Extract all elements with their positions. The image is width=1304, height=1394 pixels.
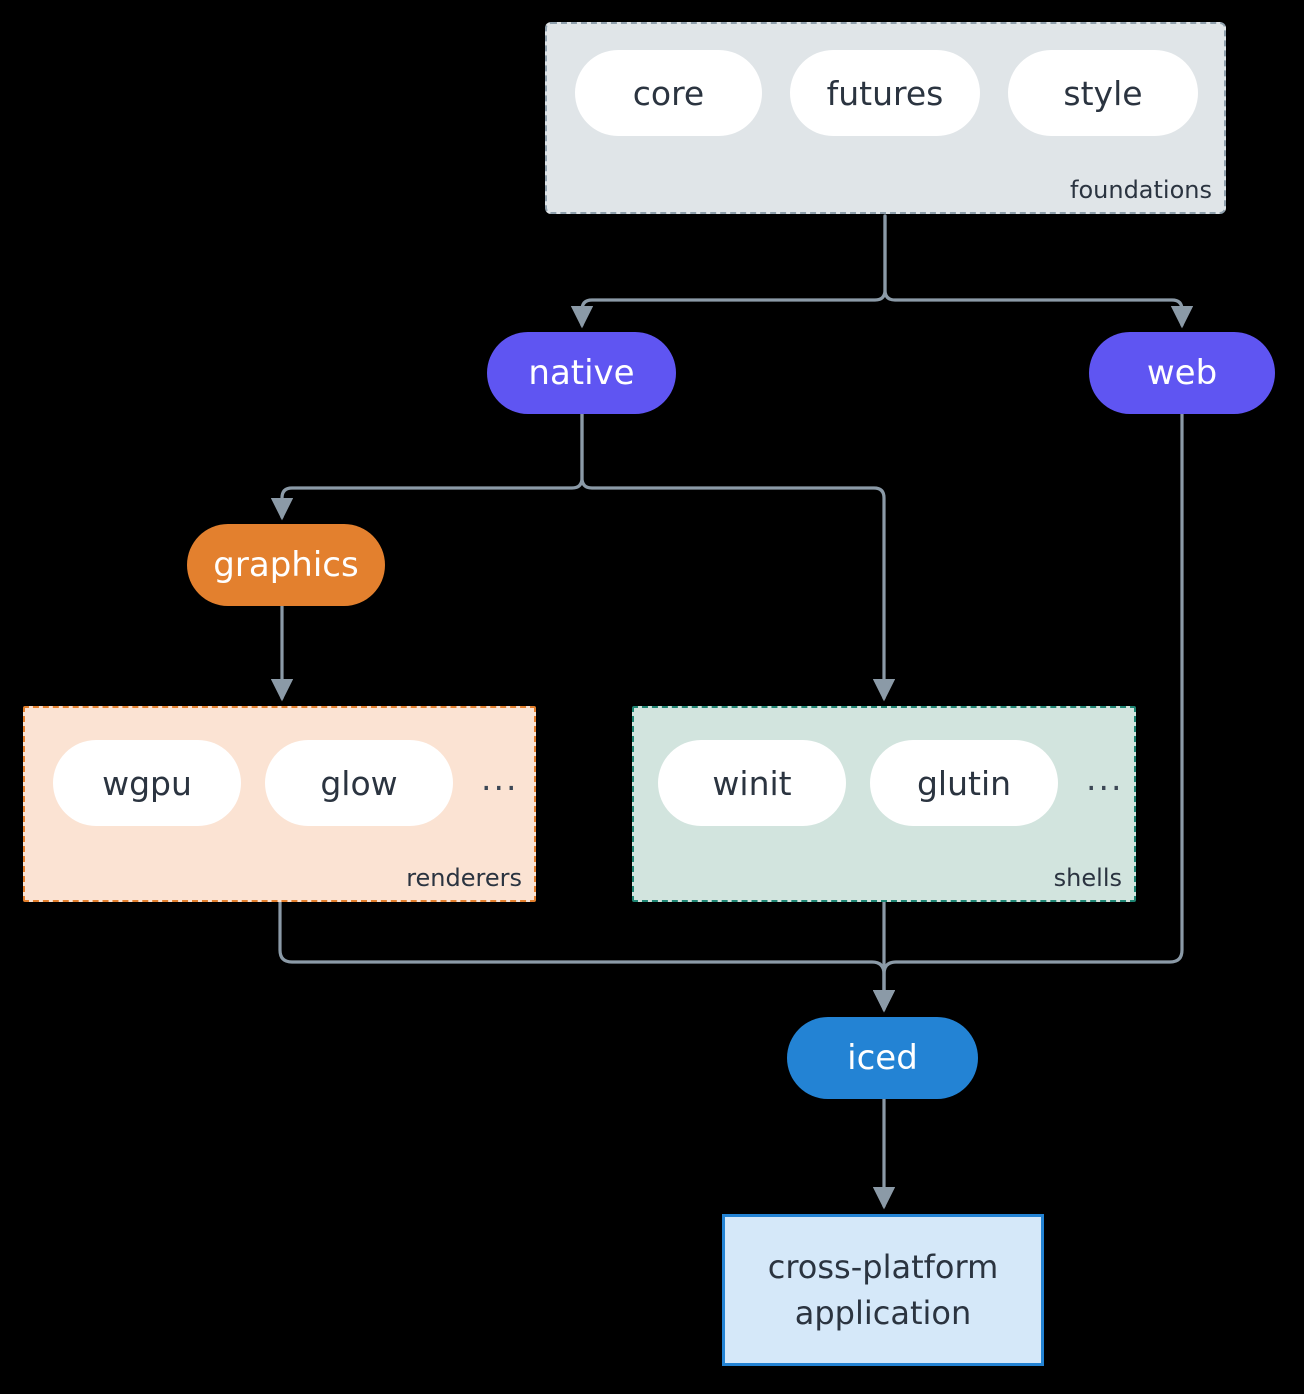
chip-glow[interactable]: glow [265,740,453,826]
chip-glutin-label: glutin [916,763,1012,803]
chip-core-label: core [632,73,705,113]
renderers-chip-row: wgpu glow ... [53,740,522,826]
edge-web-iced [872,412,1184,1013]
group-renderers: wgpu glow ... renderers [23,706,536,902]
renderers-more-ellipsis: ... [481,758,519,798]
group-foundations-label: foundations [1070,176,1212,204]
node-iced[interactable]: iced [787,1017,978,1099]
chip-wgpu[interactable]: wgpu [53,740,241,826]
node-graphics-label: graphics [213,545,359,585]
chip-winit[interactable]: winit [658,740,846,826]
chip-futures[interactable]: futures [790,50,980,136]
foundations-chip-row: core futures style [575,50,1198,136]
edge-renderers-iced [278,900,896,1013]
node-iced-label: iced [847,1038,918,1078]
chip-style[interactable]: style [1008,50,1198,136]
application-line-2: application [794,1294,972,1332]
node-web-label: web [1146,353,1218,393]
shells-chip-row: winit glutin ... [658,740,1127,826]
edge-foundations-native [570,214,887,329]
edge-native-graphics [270,412,584,521]
node-native[interactable]: native [487,332,676,414]
chip-core[interactable]: core [575,50,762,136]
chip-style-label: style [1063,73,1143,113]
chip-futures-label: futures [826,73,944,113]
edge-native-shells [580,412,896,702]
chip-glow-label: glow [320,763,398,803]
edge-foundations-web [883,214,1194,329]
node-cross-platform-application[interactable]: cross-platform application [722,1214,1044,1366]
node-native-label: native [528,353,635,393]
chip-winit-label: winit [712,763,792,803]
node-web[interactable]: web [1089,332,1275,414]
group-renderers-label: renderers [406,864,522,892]
group-shells: winit glutin ... shells [632,706,1136,902]
application-line-1: cross-platform [767,1247,999,1286]
group-foundations: core futures style foundations [545,22,1226,214]
node-graphics[interactable]: graphics [187,524,385,606]
chip-wgpu-label: wgpu [102,763,192,803]
group-shells-label: shells [1053,864,1122,892]
chip-glutin[interactable]: glutin [870,740,1058,826]
shells-more-ellipsis: ... [1086,758,1124,798]
